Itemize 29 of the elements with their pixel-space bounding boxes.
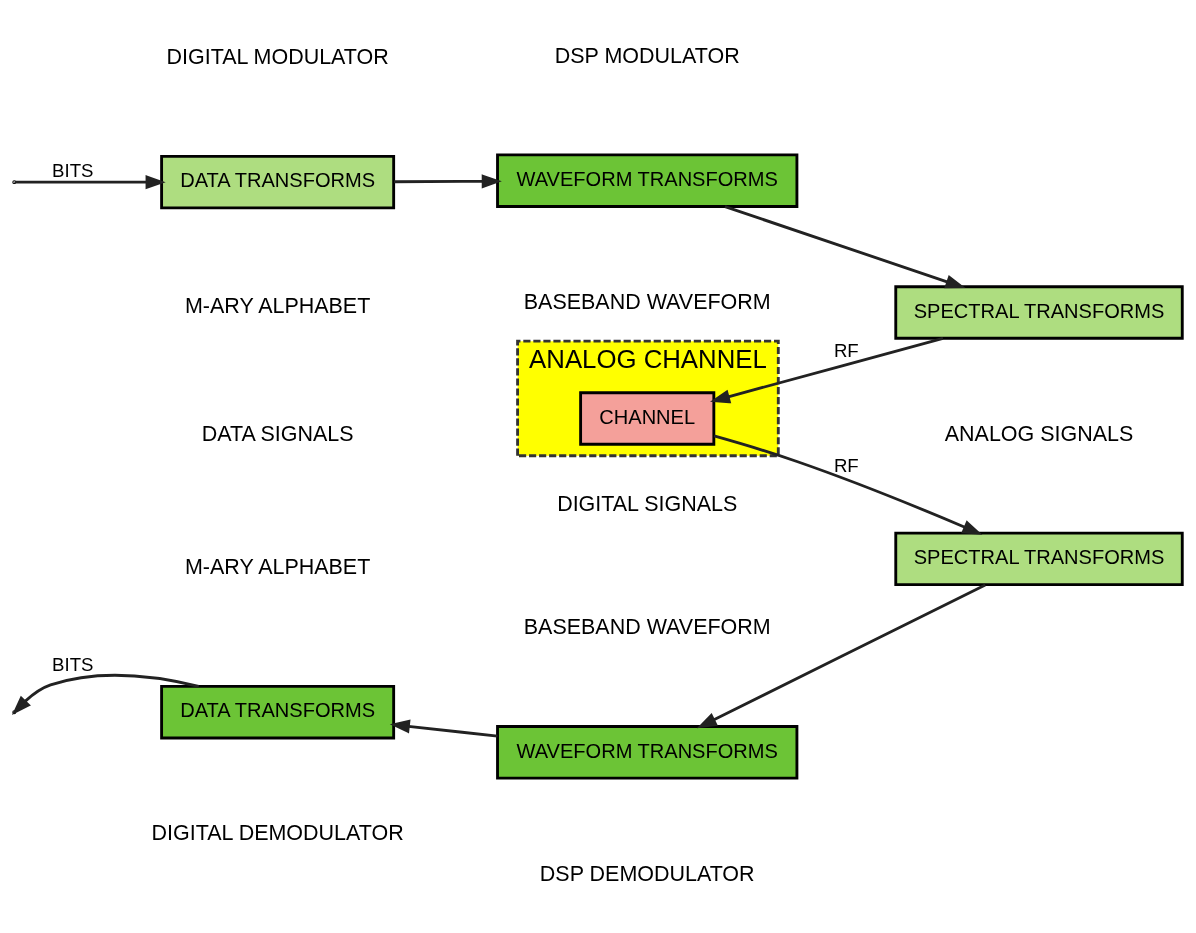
label: M-ARY ALPHABET: [184, 294, 371, 319]
edge-label: RF: [833, 455, 859, 477]
node-box: WAVEFORM TRANSFORMS: [496, 153, 799, 208]
arrow: [389, 719, 498, 738]
label: ANALOG SIGNALS: [944, 421, 1134, 446]
label: BASEBAND WAVEFORM: [523, 289, 771, 314]
edge-label: RF: [833, 340, 859, 362]
label: M-ARY ALPHABET: [184, 554, 371, 579]
arrow: [14, 175, 166, 190]
label: DIGITAL SIGNALS: [557, 491, 738, 516]
node-box: SPECTRAL TRANSFORMS: [894, 285, 1184, 340]
label: DIGITAL MODULATOR: [166, 44, 389, 69]
arrow: [394, 174, 502, 189]
label: DATA SIGNALS: [201, 421, 354, 446]
node-box: SPECTRAL TRANSFORMS: [894, 531, 1184, 587]
arrow: [710, 336, 944, 404]
label: DSP DEMODULATOR: [539, 861, 755, 886]
edge-label: BITS: [52, 654, 94, 676]
arrow: [713, 434, 983, 535]
label: DIGITAL DEMODULATOR: [151, 821, 404, 846]
arrow: [724, 205, 966, 289]
edge-label: BITS: [52, 159, 94, 181]
node-box: DATA TRANSFORMS: [160, 684, 396, 740]
node-box: WAVEFORM TRANSFORMS: [496, 725, 799, 780]
label: BASEBAND WAVEFORM: [523, 615, 771, 640]
node-box: DATA TRANSFORMS: [160, 154, 396, 210]
node-box: CHANNEL: [579, 391, 716, 446]
arrow: [696, 583, 986, 729]
label: DSP MODULATOR: [554, 43, 740, 68]
